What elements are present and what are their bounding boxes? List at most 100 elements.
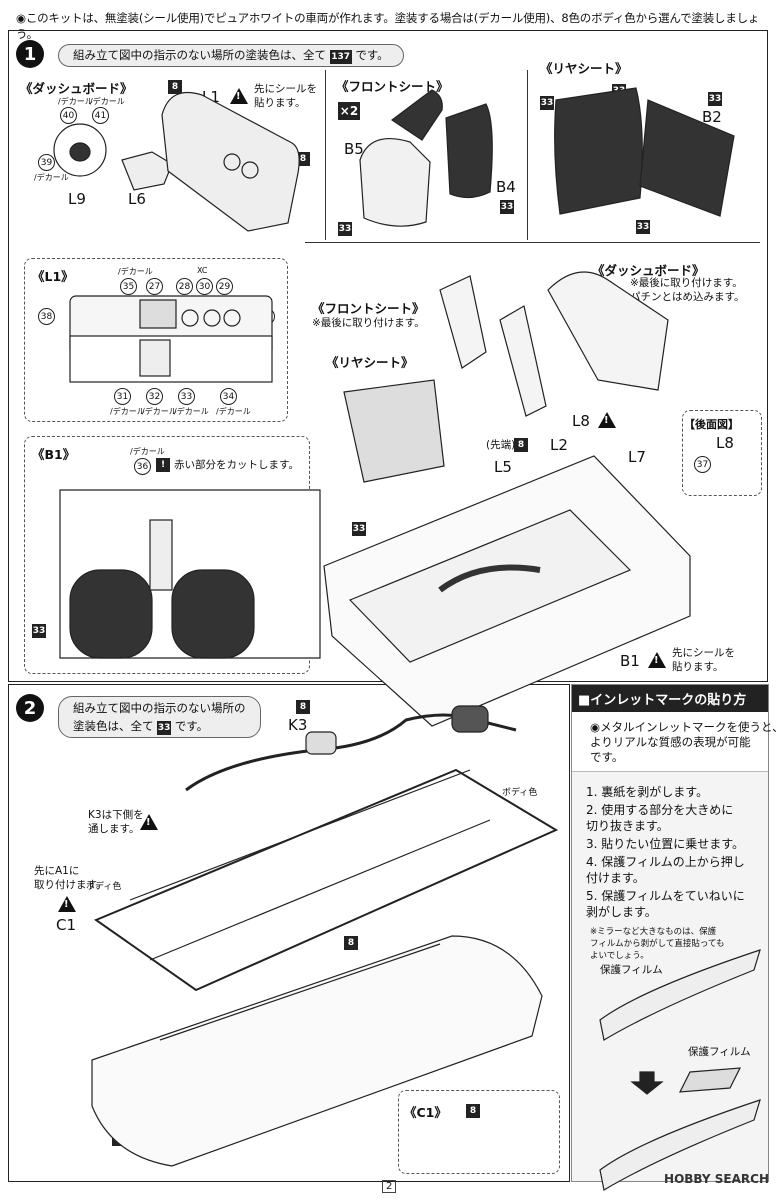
front-seat-title: 《フロントシート》: [336, 79, 449, 94]
dashboard-title: 《ダッシュボード》: [20, 81, 133, 96]
part-32-marker: 32: [146, 388, 163, 405]
part-39-marker: 39: [38, 154, 55, 171]
inlet-step-5: 5. 保護フィルムをていねいに 剥がします。: [586, 889, 745, 919]
asm-rseat-title: 《リヤシート》: [326, 355, 414, 370]
l1-decal-top: /デカール: [118, 267, 153, 276]
inlet-step-4: 4. 保護フィルムの上から押し 付けます。: [586, 855, 745, 885]
color-33-badge-b5: 33: [338, 222, 352, 236]
l1-detail-title: 《L1》: [32, 269, 74, 284]
l1-decal-34: /デカール: [216, 407, 251, 416]
color-33-badge-b2: 33: [708, 92, 722, 106]
divider-v2: [527, 70, 528, 240]
inlet-film-label-2: 保護フィルム: [688, 1046, 751, 1058]
asm-color-33: 33: [352, 522, 366, 536]
b1-l2-label: L2: [280, 578, 295, 592]
step2-instruction-line2: 塗装色は、全て 33 です。: [73, 717, 246, 735]
part-40-marker: 40: [60, 107, 77, 124]
step2-instr-pre: 塗装色は、全て: [73, 719, 154, 733]
b1-l5-label: L5: [280, 598, 295, 612]
rear-view-box: [682, 410, 762, 496]
l1-note: 先にシールを 貼ります。: [254, 83, 317, 109]
part-b5-label: B5: [344, 140, 364, 158]
inlet-step-1: 1. 裏紙を剥がします。: [586, 785, 709, 799]
b1-color-33-left: 33: [32, 624, 46, 638]
part-a1-label: A1: [344, 1070, 364, 1088]
left-color-8-badge: 8: [112, 1132, 126, 1146]
part-l1-label: L1: [202, 88, 220, 106]
step2-number: 2: [16, 694, 44, 722]
asm-fseat-note: ※最後に取り付けます。: [312, 317, 425, 329]
color-8-badge-a: 8: [168, 80, 182, 94]
divider-v1: [325, 70, 326, 240]
part-l9-label: L9: [68, 190, 86, 208]
part-31-marker: 31: [114, 388, 131, 405]
inlet-film-label-1: 保護フィルム: [600, 964, 663, 976]
b1-color-33-right: 33: [272, 624, 286, 638]
rear-view-title: 【後面図】: [684, 418, 739, 431]
a1-color-8-badge: 8: [344, 936, 358, 950]
part-38-marker-right: 38: [258, 308, 275, 325]
part-36-marker: 36: [134, 458, 151, 475]
k3-note: K3は下側を 通します。: [88, 809, 144, 835]
asm-fseat-title: 《フロントシート》: [312, 301, 425, 316]
c1-detail-color-8: 8: [466, 1104, 480, 1118]
l1-decal-31: /デカール: [110, 407, 145, 416]
l1-decal-33: /デカール: [174, 407, 209, 416]
decal-label-39: /デカール: [34, 173, 69, 182]
step2-instruction-line1: 組み立て図中の指示のない場所の: [73, 701, 246, 715]
inlet-steps: 1. 裏紙を剥がします。 2. 使用する部分を大きめに 切り抜きます。 3. 貼…: [572, 772, 768, 920]
cut-icon: !: [156, 458, 170, 472]
part-41-marker: 41: [92, 107, 109, 124]
part-b3-label: B3: [568, 194, 588, 212]
inlet-title: ■インレットマークの貼り方: [572, 685, 768, 712]
c1-note: 先にA1に 取り付けます。: [34, 865, 107, 891]
c1-detail-title: 《C1》: [404, 1105, 447, 1120]
c1-warning-icon: [58, 896, 76, 916]
rear-seat-title: 《リヤシート》: [540, 61, 628, 76]
body-color-label-left: ボディ色: [86, 882, 122, 892]
color-33-badge-r1: 33: [540, 96, 554, 110]
watermark: HOBBY SEARCH: [664, 1172, 769, 1186]
part-27-marker: 27: [146, 278, 163, 295]
asm-l5-label: L5: [494, 458, 512, 476]
times-2-badge: ×2: [338, 102, 360, 120]
asm-color-8-tip: 8: [514, 438, 528, 452]
k3-warning-icon: [140, 814, 158, 834]
color-8-badge-b: 8: [296, 152, 310, 166]
part-28-marker: 28: [176, 278, 193, 295]
b1-l8-label: L8: [280, 542, 295, 556]
color-33-badge-b4: 33: [500, 200, 514, 214]
step1-instruction: 組み立て図中の指示のない場所の塗装色は、全て 137 です。: [58, 44, 404, 67]
asm-l8-label: L8: [572, 412, 590, 430]
step2-frame: [8, 684, 570, 1182]
asm-tip-label: (先端): [486, 439, 516, 451]
part-k3-label: K3: [288, 716, 308, 734]
decal-label-41: /デカール: [90, 97, 125, 106]
part-30-marker: 30: [196, 278, 213, 295]
color-33-badge-r2: 33: [612, 84, 626, 98]
inlet-mirror-note: ※ミラーなど大きなものは、保護 フィルムから剥がして直接貼っても よいでしょう。: [590, 927, 725, 961]
part-29-marker: 29: [216, 278, 233, 295]
b1-cut-note: 赤い部分をカットします。: [174, 459, 299, 471]
inlet-intro: ◉メタルインレットマークを使うと、 よりリアルな質感の表現が可能 です。: [572, 712, 777, 772]
body-color-label-right: ボディ色: [502, 788, 538, 798]
step2-instruction: 組み立て図中の指示のない場所の 塗装色は、全て 33 です。: [58, 696, 261, 738]
asm-dash-note: ※最後に取り付けます。 パチンとはめ込みます。: [630, 277, 745, 303]
color-code-badge: 137: [329, 50, 352, 64]
part-b2-label: B2: [702, 108, 722, 126]
l1-xc-label: XC: [197, 266, 208, 275]
part-33-marker: 33: [178, 388, 195, 405]
b1-l7-label: L7: [280, 488, 295, 502]
rear-view-l8: L8: [716, 434, 734, 452]
asm-l8-warning-icon: [598, 412, 616, 432]
step1-number: 1: [16, 40, 44, 68]
divider-h1: [305, 242, 760, 243]
b1-detail-title: 《B1》: [32, 447, 76, 462]
inlet-step-2: 2. 使用する部分を大きめに 切り抜きます。: [586, 803, 734, 833]
part-l6-label: L6: [128, 190, 146, 208]
part-34-marker: 34: [220, 388, 237, 405]
step1-instruction-pre: 組み立て図中の指示のない場所の塗装色は、全て: [73, 48, 326, 62]
k3-color-8-badge: 8: [296, 700, 310, 714]
l1-detail-box: [24, 258, 288, 422]
asm-l2-label: L2: [550, 436, 568, 454]
